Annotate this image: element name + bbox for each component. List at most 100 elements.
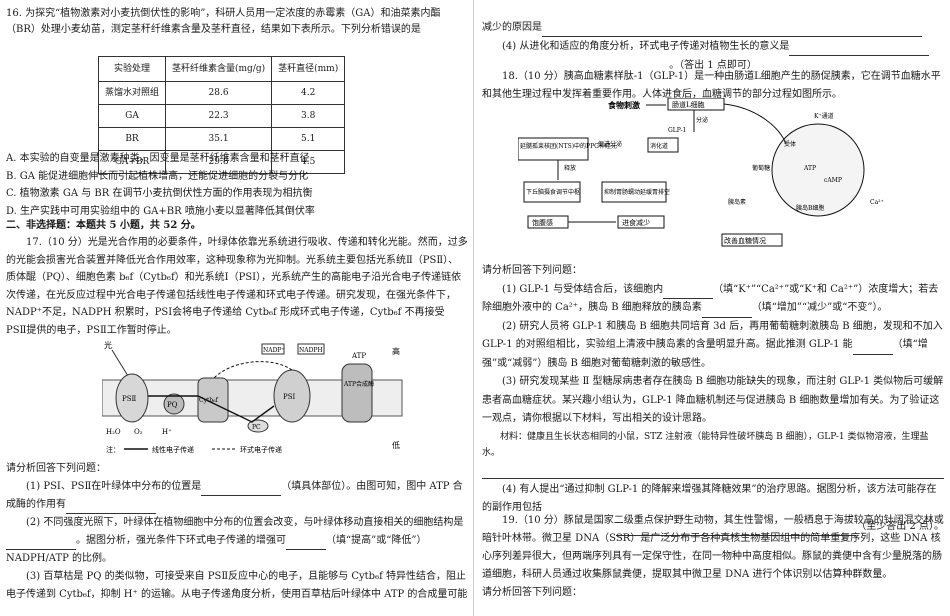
table-cell: 4.5 [271,150,346,174]
answer-blank [542,24,922,37]
nadph-box [297,343,325,355]
q17-stem: 17.（10 分）光是光合作用的必要条件，叶绿体依靠光系统进行吸收、传递和转化光… [6,237,468,336]
table-cell: GA+BR [97,150,167,174]
photosynthesis-diagram: 光 PSⅡ PQ Cytb₆f PC PSⅠ NADP⁺ NADPH ATP合成… [102,340,403,454]
legend-linear: 线性电子传递 [152,445,194,454]
beta-cell [771,123,865,217]
digestive-tract-label: 消化道 [650,142,668,150]
legend-cyclic: 环式电子传递 [240,445,282,454]
q18-sub2b-text: （填“增强”或“减弱”）胰岛 B 细胞对葡萄糖刺激的敏感性。 [482,339,928,369]
q18-sub4-note: （至少答出 2 点）。 [856,520,944,532]
light-label: 光 [104,340,112,350]
q18-sub3: (3) 研究发现某些 Ⅱ 型糖尿病患者存在胰岛 B 细胞功能缺失的现象，而注射 … [482,376,944,424]
atp-label: ATP [803,165,816,172]
food-stimulus-label: 食物刺激 [608,100,640,110]
q17-end: 减少的原因是 [482,18,944,37]
column-divider [473,0,474,616]
table-cell: 蒸馏水对照组 [97,81,167,105]
q18-sub2-text: (2) 研究人员将 GLP-1 和胰岛 B 细胞共同培育 3d 后，再用葡萄糖刺… [482,320,943,351]
satiety-label: 饱腹感 [532,218,553,227]
q18-materials: 材料：健康且生长状态相同的小鼠，STZ 注射液（能特异性破坏胰岛 B 细胞），G… [482,431,929,459]
question-16: 16. 为探究“植物激素对小麦抗倒伏性的影响”，科研人员用一定浓度的赤霉素（GA… [6,6,466,38]
q17-sub2c-text: （填“提高”或“降低”）NADPH/ATP 的比例。 [6,535,427,564]
camp-label: cAMP [824,177,842,184]
table-cell: GA [97,104,167,128]
table-cell: BR [97,127,167,151]
k-channel-label: K⁺通道 [814,112,834,120]
pq-molecule [163,393,185,415]
answer-blank [6,537,76,550]
option-b: B. GA 能促进细胞伸长而引起植株增高，还能促进细胞的分裂与分化 [6,170,309,182]
table-cell: 4.2 [271,81,346,105]
question-19: 19.（10 分）豚鼠是国家二级重点保护野生动物，其生性警惕，一般栖息于海拔较高… [482,512,944,602]
answer-blank [701,305,752,318]
oxygen-label: O₂ [134,428,143,436]
digestive-tract-box [647,137,679,153]
q18-subquestions: 请分析回答下列问题： (1) GLP-1 与受体结合后，该细胞内（填“K⁺”“C… [482,262,944,537]
q18-prompt: 请分析回答下列问题： [482,265,582,276]
pc-molecule [247,419,269,433]
insulin-label: 胰岛素 [728,198,746,206]
cytb6f-complex [197,377,229,423]
improve-label: 改善血糖情况 [724,236,766,245]
nadp-label: NADP⁺ [263,347,285,354]
answer-blank [201,483,282,496]
table-cell: 35.1 [165,127,273,151]
option-d: D. 生产实践中可用实验组中的 GA+BR 喷施小麦以显著降低其倒伏率 [6,205,315,217]
table-header: 实验处理 [97,56,167,82]
arrow [723,103,787,145]
answer-blank [789,43,930,56]
option-c: C. 植物激素 GA 与 BR 在调节小麦抗倒伏性方面的作用表现为相抗衡 [6,188,313,199]
nts-label: 延髓孤束核团(NTS)中的PPG神经元 [520,142,617,150]
atp-synthase-label: ATP合成酶 [343,380,374,388]
low-label: 低 [392,440,400,450]
promote-secrete-label: 促进分泌 [598,140,622,148]
answer-blank [663,286,714,299]
psi-label: PSⅠ [283,393,296,401]
blood-sugar-diagram: 食物刺激 肠道L细胞 分泌 GLP-1 延髓孤束核团(NTS)中的PPG神经元 … [518,98,884,247]
secrete-label: 分泌 [696,116,708,124]
q17-sub3: (3) 百草枯是 PQ 的类似物，可接受来自 PSⅡ反应中心的电子，且能够与 C… [6,571,468,600]
nadp-box [261,343,285,355]
intake-box [617,215,665,229]
q18-sub2: (2) 研究人员将 GLP-1 和胰岛 B 细胞共同培育 3d 后，再用葡萄糖刺… [482,318,944,374]
section-2-heading: 二、非选择题：本题共 5 小题，共 52 分。 [6,220,201,231]
q17-subquestions: 请分析回答下列问题： (1) PSⅠ、PSⅡ在叶绿体中分布的位置是（填具体部位）… [6,460,468,604]
q17-sub1-text: (1) PSⅠ、PSⅡ在叶绿体中分布的位置是 [26,481,202,492]
table-row: 蒸馏水对照组 28.6 4.2 [97,81,346,105]
gut-motility-label: 抑制胃肠蠕动延缓胃排空 [604,188,670,196]
receptor-label: 受体 [784,140,796,148]
glp1-label: GLP-1 [668,127,686,134]
answer-blank [286,537,326,550]
q18-sub1-text: (1) GLP-1 与受体结合后，该细胞内 [502,283,664,295]
q17-sub2: (2) 不同强度光照下，叶绿体在植物细胞中分布的位置会改变，与叶绿体移动直接相关… [6,514,468,568]
nts-box [518,137,589,161]
pq-label: PQ [167,401,178,409]
psii-label: PSⅡ [122,395,137,403]
q17-prompt: 请分析回答下列问题： [6,463,106,474]
q17-sub2-text: (2) 不同强度光照下，叶绿体在植物细胞中分布的位置会改变，与叶绿体移动直接相关… [26,517,464,528]
table-header: 茎秆纤维素含量(mg/g) [165,56,273,82]
question-17: 17.（10 分）光是光合作用的必要条件，叶绿体依靠光系统进行吸收、传递和转化光… [6,234,468,339]
table-cell: 28.6 [165,81,273,105]
atp-synthase [341,363,373,423]
hypothalamus-label: 下丘脑摄食调节中枢 [526,188,580,196]
glucose-label: 葡萄糖 [752,164,770,172]
answer-blank [66,501,156,514]
hypothalamus-box [523,181,581,203]
q17-sub4: (4) 从进化和适应的角度分析，环式电子传递对植物生长的意义是 [482,37,944,56]
pc-label: PC [252,424,261,431]
q18-stem: 18.（10 分）胰高血糖素样肽-1（GLP-1）是一种由肠道L细胞产生的肠促胰… [482,71,941,100]
right-page: 减少的原因是 (4) 从进化和适应的角度分析，环式电子传递对植物生长的意义是 。… [478,0,948,616]
q17-end-text: 减少的原因是 [482,22,542,33]
left-page: 16. 为探究“植物激素对小麦抗倒伏性的影响”，科研人员用一定浓度的赤霉素（GA… [2,0,472,616]
atp-label: ATP [351,352,366,360]
water-label: H₂O [106,428,121,436]
table-row: GA 22.3 3.8 [97,104,346,128]
proton-label: H⁺ [162,428,172,436]
l-cell-label: 肠道L细胞 [672,100,705,109]
answer-blank [852,342,893,355]
answer-blank [616,523,857,537]
high-label: 高 [392,346,400,356]
answer-line [482,464,944,479]
